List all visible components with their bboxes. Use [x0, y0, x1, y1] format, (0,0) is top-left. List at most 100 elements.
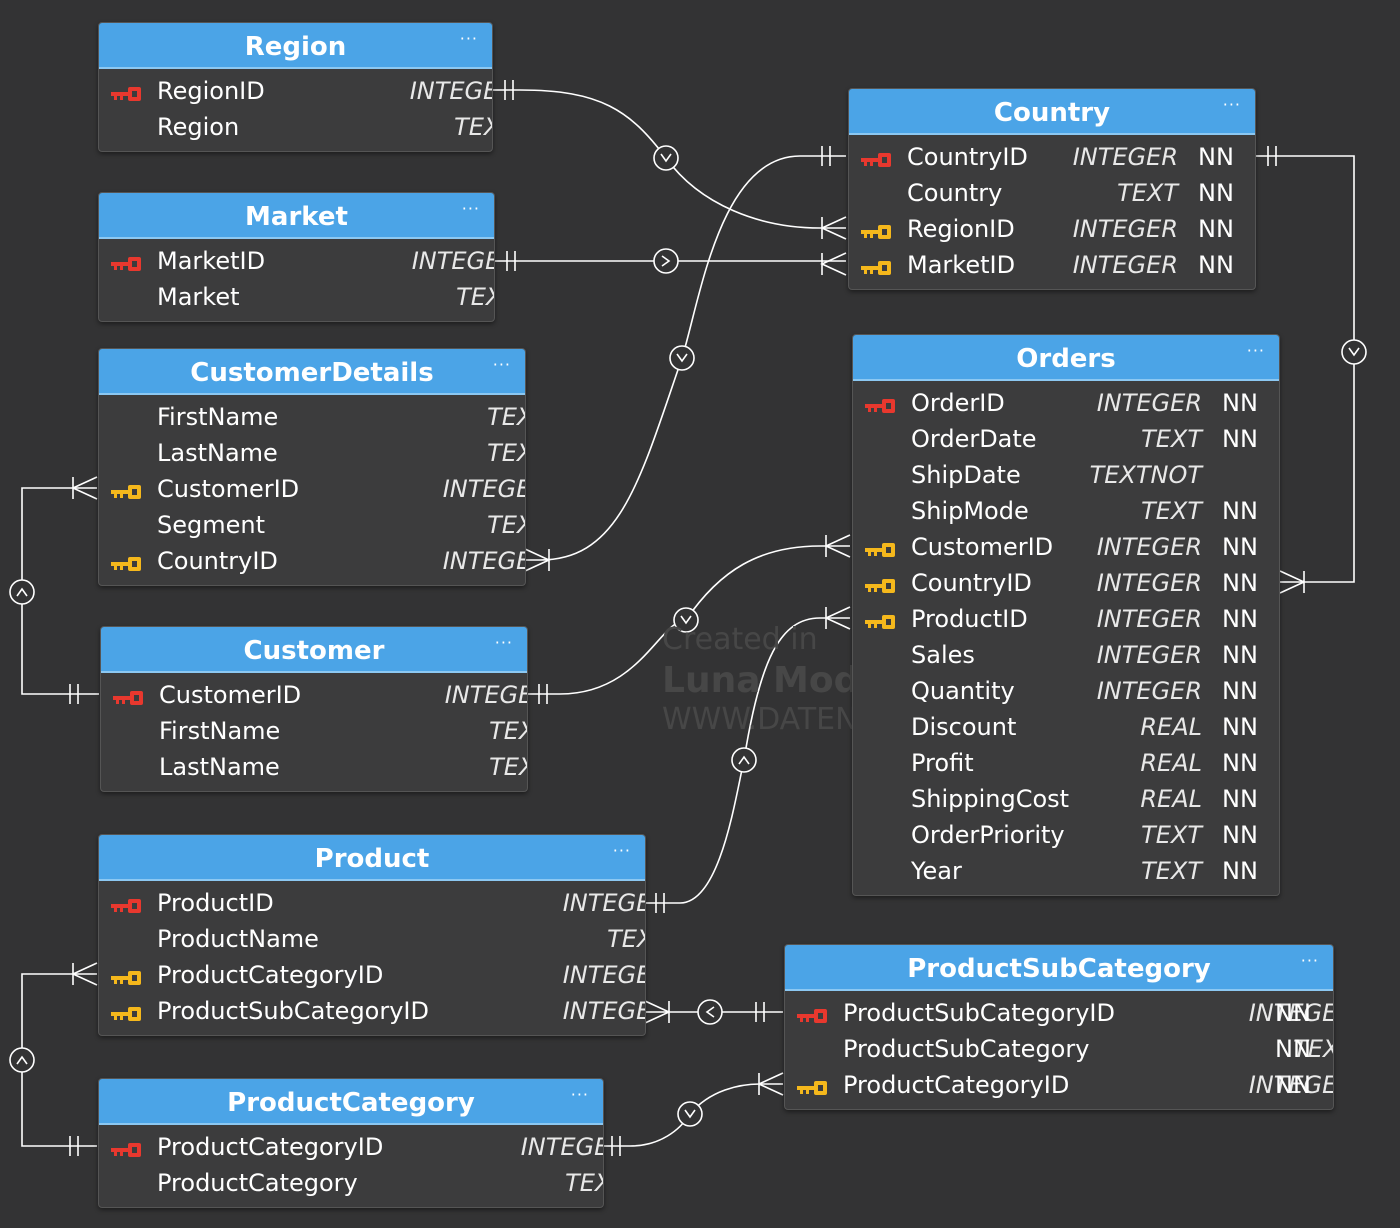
column-type: INTEGER	[442, 547, 525, 575]
entity-menu-icon[interactable]: ···	[570, 1085, 589, 1104]
entity-header[interactable]: Orders···	[853, 335, 1279, 381]
column-row[interactable]: ProductSubCategoryTEXTNN	[785, 1031, 1333, 1067]
column-row[interactable]: LastNameTEXTNN	[99, 435, 525, 471]
entity-header[interactable]: ProductCategory···	[99, 1079, 603, 1125]
column-name: CustomerID	[159, 681, 302, 709]
entity-header[interactable]: ProductSubCategory···	[785, 945, 1333, 991]
column-row[interactable]: ProductCategoryIDINTEGERNN	[99, 957, 645, 993]
column-row[interactable]: MarketTEXTNN	[99, 279, 494, 315]
column-type: REAL	[1140, 785, 1202, 813]
entity-customer-details[interactable]: CustomerDetails···FirstNameTEXTNNLastNam…	[98, 348, 526, 586]
column-type: INTEGER	[409, 77, 492, 105]
entity-title: Region	[244, 32, 347, 62]
column-row[interactable]: ProductCategoryTEXTNN	[99, 1165, 603, 1201]
optional-marker-icon-glyph	[661, 255, 671, 267]
column-type: INTEGER	[1072, 251, 1178, 279]
column-name: LastName	[157, 439, 278, 467]
entity-header[interactable]: Customer···	[101, 627, 527, 673]
column-type: INTEGER	[1248, 1071, 1333, 1099]
column-name: CountryID	[911, 569, 1032, 597]
column-not-null: NN	[1275, 1035, 1311, 1063]
one-cardinality-mark	[755, 1002, 765, 1022]
entity-menu-icon[interactable]: ···	[459, 29, 478, 48]
column-row[interactable]: LastNameTEXTNN	[101, 749, 527, 785]
entity-product[interactable]: Product··· ProductIDINTEGERNNProductNameT…	[98, 834, 646, 1036]
entity-menu-icon[interactable]: ···	[612, 841, 631, 860]
entity-region[interactable]: Region ··· RegionIDINTEGERNNRegionTEXTNN	[98, 22, 493, 152]
entity-product-sub-category[interactable]: ProductSubCategory··· ProductSubCategoryI…	[784, 944, 1334, 1110]
column-type: TEXT	[487, 403, 525, 431]
entity-header[interactable]: CustomerDetails···	[99, 349, 525, 395]
entity-menu-icon[interactable]: ···	[492, 355, 511, 374]
entity-menu-icon[interactable]: ···	[494, 633, 513, 652]
entity-menu-icon[interactable]: ···	[1222, 95, 1241, 114]
optional-marker-icon-glyph	[738, 755, 750, 765]
column-name: LastName	[159, 753, 280, 781]
column-row[interactable]: ProductNameTEXTNN	[99, 921, 645, 957]
column-row[interactable]: ProductCategoryIDINTEGERNN	[99, 1129, 603, 1165]
column-row[interactable]: ProductSubCategoryIDINTEGERNN	[785, 995, 1333, 1031]
foreign-key-icon	[797, 1076, 827, 1095]
column-name: ProductCategoryID	[843, 1071, 1070, 1099]
entity-header[interactable]: Market···	[99, 193, 494, 239]
many-cardinality-mark	[1279, 570, 1306, 594]
column-type: TEXT	[1141, 497, 1202, 525]
entity-menu-icon[interactable]: ···	[1246, 341, 1265, 360]
entity-header[interactable]: Region ···	[99, 23, 492, 69]
optional-marker-icon	[669, 345, 695, 371]
entity-header[interactable]: Country···	[849, 89, 1255, 135]
column-not-null: NN	[1275, 1071, 1311, 1099]
column-row[interactable]: SegmentTEXTNN	[99, 507, 525, 543]
column-row[interactable]: RegionTEXTNN	[99, 109, 492, 145]
entity-customer[interactable]: Customer··· CustomerIDINTEGERNNFirstNameT…	[100, 626, 528, 792]
entity-market[interactable]: Market··· MarketIDINTEGERNNMarketTEXTNN	[98, 192, 495, 322]
entity-columns: RegionIDINTEGERNNRegionTEXTNN	[99, 69, 492, 151]
column-name: ProductSubCategoryID	[843, 999, 1115, 1027]
column-type: INTEGER	[1072, 215, 1178, 243]
column-row[interactable]: ProductSubCategoryIDINTEGERNN	[99, 993, 645, 1029]
column-row[interactable]: FirstNameTEXTNN	[99, 399, 525, 435]
entity-menu-icon[interactable]: ···	[461, 199, 480, 218]
column-name: Discount	[911, 713, 1017, 741]
column-type: TEXT	[1141, 857, 1202, 885]
entity-header[interactable]: Product···	[99, 835, 645, 881]
column-type: INTEGER	[520, 1133, 603, 1161]
entity-menu-icon[interactable]: ···	[1300, 951, 1319, 970]
entity-columns: ProductSubCategoryIDINTEGERNNProductSubC…	[785, 991, 1333, 1109]
many-cardinality-mark	[824, 534, 851, 558]
column-row[interactable]: FirstNameTEXTNN	[101, 713, 527, 749]
column-name: Profit	[911, 749, 974, 777]
column-type: INTEGER	[1096, 641, 1202, 669]
column-name: Country	[907, 179, 1003, 207]
